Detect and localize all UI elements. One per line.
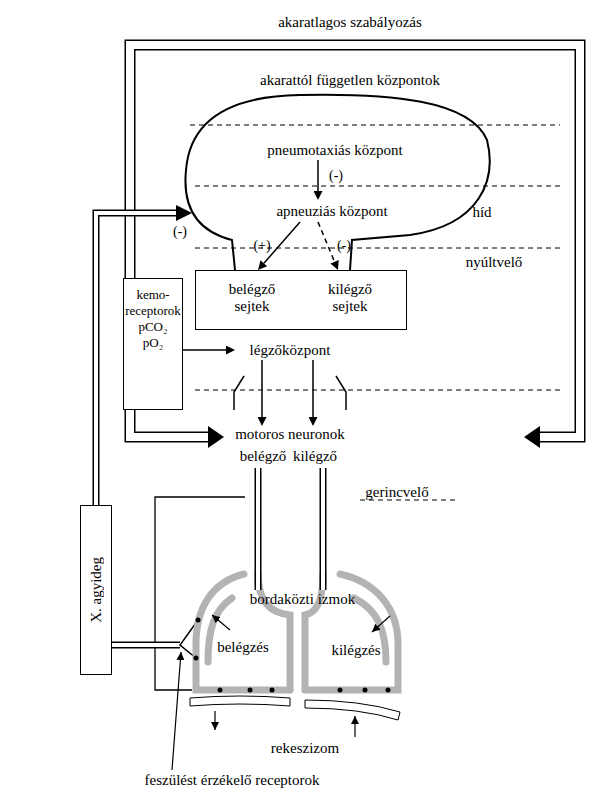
region-label: kilégzés <box>331 642 380 659</box>
region-divider <box>360 500 455 501</box>
region-divider <box>190 125 560 126</box>
motion-arrow <box>214 711 215 730</box>
arrow-head <box>524 426 540 448</box>
neuron-group: motoros neuronok belégzőkilégző <box>222 426 358 468</box>
double-line-gap <box>96 213 176 505</box>
double-line-gap <box>130 45 580 437</box>
region-label: gerincvelő <box>365 484 428 501</box>
double-line-gap <box>321 468 325 590</box>
sign-label: (+) <box>253 238 270 254</box>
funnel-line <box>336 376 346 410</box>
brainstem-outline <box>185 95 489 270</box>
voluntary-pathway <box>130 45 580 437</box>
motion-arrow <box>212 615 230 630</box>
rib-wall <box>208 598 232 662</box>
vagus-line <box>112 642 180 649</box>
funnel-line <box>234 376 244 410</box>
cell-box: belégző sejtek kilégző sejtek <box>195 270 407 330</box>
region-label: akarattól független központok <box>260 72 440 89</box>
nerve-connector <box>255 468 262 590</box>
region-divider <box>195 248 560 249</box>
receptor-dot <box>363 688 368 693</box>
receptor-dot <box>386 688 391 693</box>
sign-label: (-) <box>173 224 187 240</box>
cell-name: kilégző sejtek <box>310 281 390 315</box>
center-band: apneuziás központ <box>192 200 472 222</box>
nerve-line <box>155 497 245 690</box>
center-label: légzőközpont <box>235 340 345 360</box>
signal-arrow <box>183 349 226 351</box>
region-label: nyúltvelő <box>466 254 523 271</box>
nerve-name: X. agyideg <box>88 557 105 623</box>
region-label: rekeszizom <box>271 740 339 757</box>
receptor-dot <box>218 688 223 693</box>
rib-wall <box>354 598 386 662</box>
signal-arrow <box>264 222 300 263</box>
region-divider <box>195 186 560 187</box>
signal-arrow <box>261 360 263 417</box>
diaphragm <box>305 700 400 720</box>
arrow-head <box>208 426 224 448</box>
cell-name: belégző sejtek <box>214 281 290 315</box>
center-name: légzőközpont <box>250 342 331 359</box>
receptor-dot <box>270 688 275 693</box>
signal-arrow <box>312 360 314 417</box>
neuron-name: kilégző <box>288 448 342 465</box>
receptor-name: pCO₂ pO₂ <box>124 319 182 351</box>
sign-label: (-) <box>329 168 343 184</box>
receptor-dot <box>194 656 199 661</box>
region-label: belégzés <box>217 639 269 656</box>
receptor-dot <box>248 688 253 693</box>
region-divider <box>195 390 560 391</box>
nerve-box: X. agyideg <box>80 505 112 675</box>
diaphragm <box>190 696 290 706</box>
signal-arrow <box>317 160 319 191</box>
receptor-name: kemo- receptorok <box>124 287 182 319</box>
region-label: híd <box>472 204 491 221</box>
region-label: akaratlagos szabályozás <box>278 14 422 31</box>
nerve-connector <box>96 213 176 505</box>
double-line-gap <box>256 468 260 590</box>
motion-arrow <box>354 716 355 737</box>
center-name: pneumotaxiás központ <box>267 142 402 159</box>
muscle-name: bordaközti izmok <box>250 591 355 608</box>
neuron-name: belégző <box>236 448 290 465</box>
motion-arrow <box>372 616 390 632</box>
region-label: feszülést érzékelő receptorok <box>145 772 320 789</box>
receptor-box: kemo- receptorokpCO₂ pO₂ <box>123 278 183 410</box>
leader-arrow <box>172 652 181 770</box>
receptor-dot <box>196 618 201 623</box>
muscle-label: bordaközti izmok <box>240 590 365 608</box>
nerve-connector <box>320 468 327 590</box>
signal-arrow <box>318 222 335 262</box>
double-line-gap <box>112 643 180 647</box>
neuron-name: motoros neuronok <box>222 426 358 443</box>
center-band: pneumotaxiás központ <box>225 140 445 160</box>
receptor-dot <box>338 688 343 693</box>
sign-label: (-) <box>337 238 351 254</box>
center-name: apneuziás központ <box>276 203 387 220</box>
